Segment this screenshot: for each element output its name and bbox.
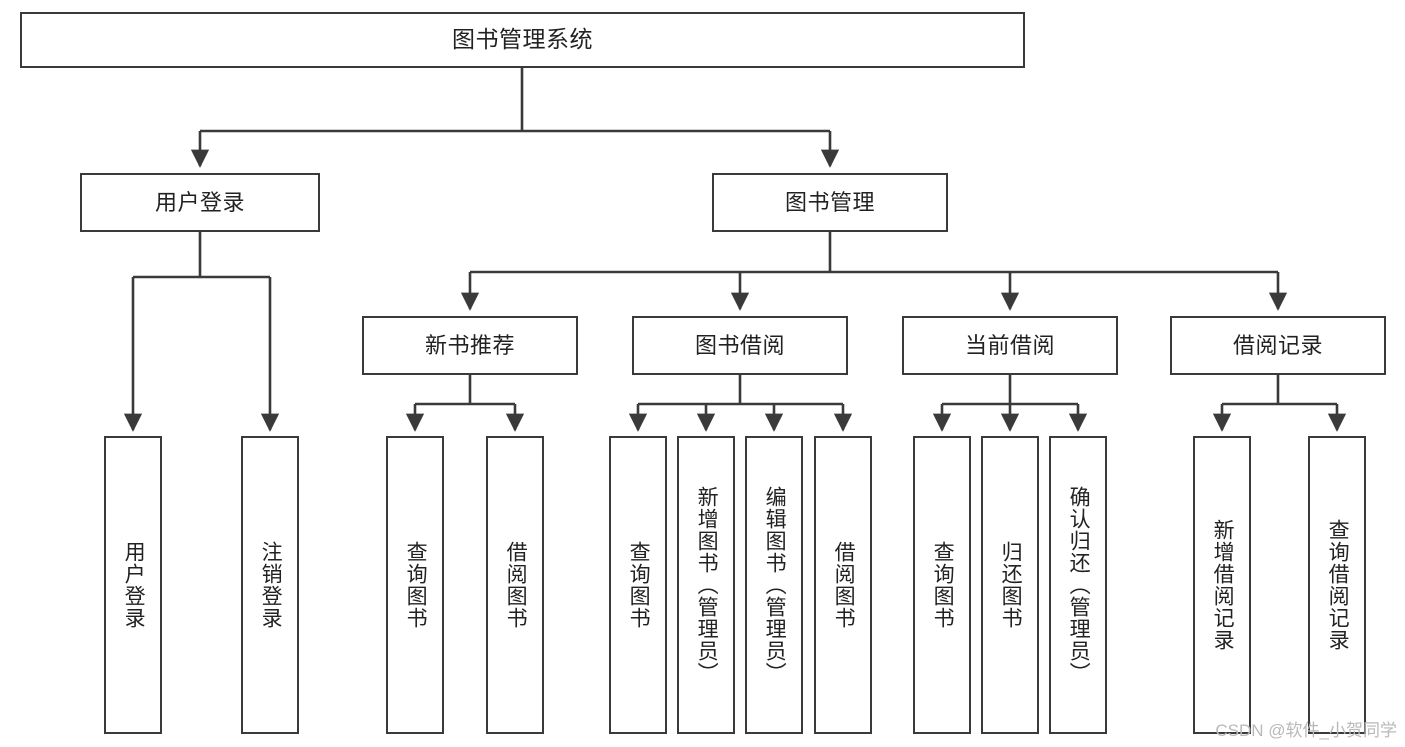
node-book-borrow[interactable]: 图书借阅	[632, 316, 848, 375]
node-leaf-edit-book-label: 编辑图书（管理员）	[763, 486, 787, 684]
node-borrow-record[interactable]: 借阅记录	[1170, 316, 1386, 375]
node-leaf-borrow-book-2[interactable]: 借阅图书	[814, 436, 872, 734]
watermark-text: CSDN @软件_小贺同学	[1215, 721, 1397, 740]
node-leaf-return-book-label: 归还图书	[999, 541, 1023, 629]
node-leaf-logout[interactable]: 注销登录	[241, 436, 299, 734]
node-leaf-user-login-label: 用户登录	[122, 541, 146, 629]
node-leaf-add-book-label: 新增图书（管理员）	[695, 486, 719, 684]
node-leaf-edit-book[interactable]: 编辑图书（管理员）	[745, 436, 803, 734]
node-leaf-query-book-2-label: 查询图书	[627, 541, 651, 629]
node-leaf-query-book-1-label: 查询图书	[404, 541, 428, 629]
node-user-login[interactable]: 用户登录	[80, 173, 320, 232]
node-leaf-borrow-book-2-label: 借阅图书	[832, 541, 856, 629]
node-book-manage-label: 图书管理	[784, 189, 875, 215]
node-user-login-label: 用户登录	[154, 189, 245, 215]
node-root-label: 图书管理系统	[452, 26, 593, 53]
node-leaf-add-record[interactable]: 新增借阅记录	[1193, 436, 1251, 734]
node-current-borrow[interactable]: 当前借阅	[902, 316, 1118, 375]
node-book-borrow-label: 图书借阅	[694, 332, 785, 358]
node-borrow-record-label: 借阅记录	[1232, 332, 1323, 358]
node-leaf-query-record-label: 查询借阅记录	[1326, 519, 1350, 651]
node-leaf-add-record-label: 新增借阅记录	[1211, 519, 1235, 651]
node-leaf-query-book-3-label: 查询图书	[931, 541, 955, 629]
node-leaf-user-login[interactable]: 用户登录	[104, 436, 162, 734]
node-leaf-query-book-1[interactable]: 查询图书	[386, 436, 444, 734]
node-leaf-add-book[interactable]: 新增图书（管理员）	[677, 436, 735, 734]
node-leaf-borrow-book-1-label: 借阅图书	[504, 541, 528, 629]
node-leaf-query-book-2[interactable]: 查询图书	[609, 436, 667, 734]
node-leaf-borrow-book-1[interactable]: 借阅图书	[486, 436, 544, 734]
node-leaf-confirm-return-label: 确认归还（管理员）	[1067, 486, 1091, 684]
node-leaf-query-record[interactable]: 查询借阅记录	[1308, 436, 1366, 734]
node-new-book-rec-label: 新书推荐	[424, 332, 515, 358]
node-leaf-logout-label: 注销登录	[259, 541, 283, 629]
node-leaf-query-book-3[interactable]: 查询图书	[913, 436, 971, 734]
node-root[interactable]: 图书管理系统	[20, 12, 1025, 68]
node-leaf-return-book[interactable]: 归还图书	[981, 436, 1039, 734]
node-new-book-rec[interactable]: 新书推荐	[362, 316, 578, 375]
node-current-borrow-label: 当前借阅	[964, 332, 1055, 358]
node-leaf-confirm-return[interactable]: 确认归还（管理员）	[1049, 436, 1107, 734]
node-book-manage[interactable]: 图书管理	[712, 173, 948, 232]
